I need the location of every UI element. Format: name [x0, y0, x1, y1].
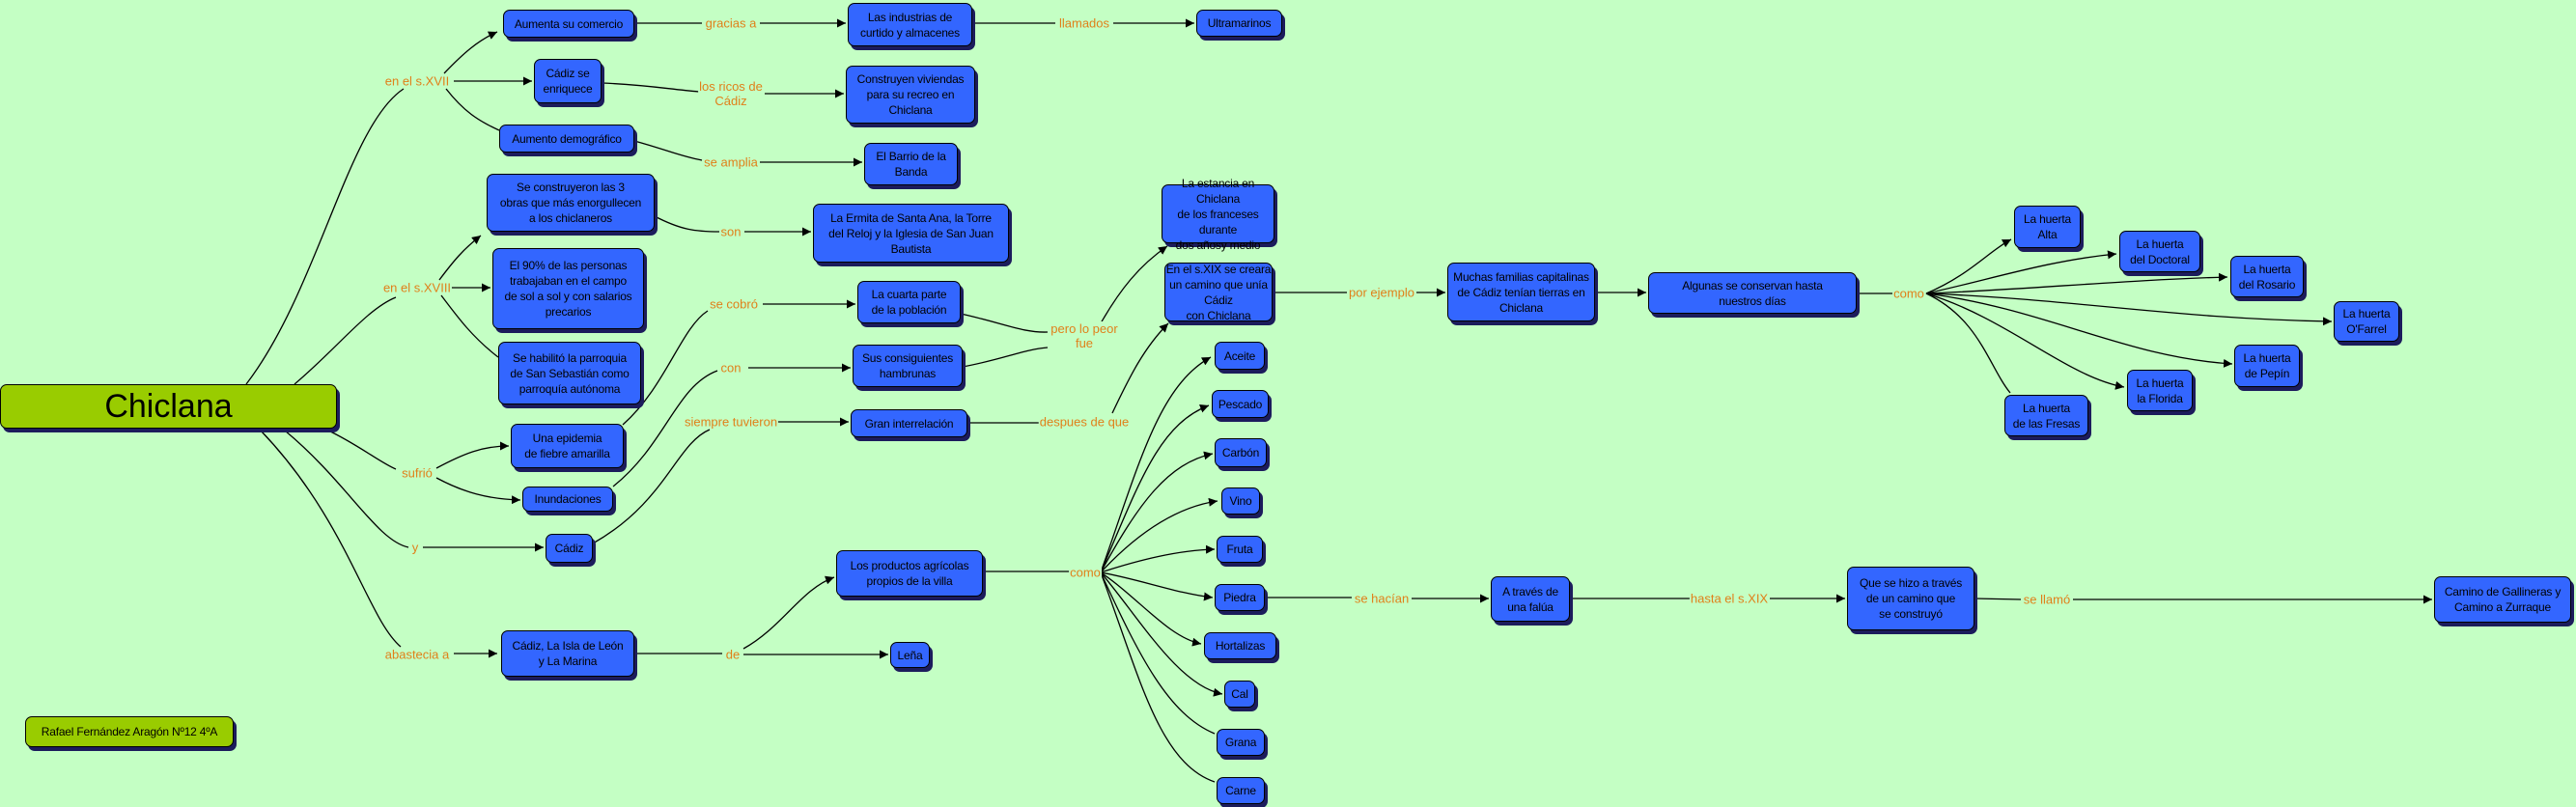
link-label-son[interactable]: son	[719, 224, 742, 239]
concept-barrio-banda[interactable]: El Barrio de la Banda	[864, 143, 958, 185]
concept-construyen-viviendas[interactable]: Construyen viviendas para su recreo en C…	[846, 66, 975, 124]
concept-camino-gallineras[interactable]: Camino de Gallineras y Camino a Zurraque	[2434, 576, 2571, 623]
concept-huerta-rosario[interactable]: La huerta del Rosario	[2230, 256, 2304, 297]
link-label-en-el-s-xvii[interactable]: en el s.XVII	[383, 73, 451, 89]
link-label-como-huertas[interactable]: como	[1892, 286, 1925, 301]
link-label-llamados[interactable]: llamados	[1057, 15, 1111, 31]
concept-ermita-torre-iglesia[interactable]: La Ermita de Santa Ana, la Torre del Rel…	[813, 204, 1009, 263]
concept-huerta-florida[interactable]: La huerta la Florida	[2127, 370, 2193, 411]
link-label-se-cobro[interactable]: se cobró	[709, 296, 759, 312]
concept-gran-interrelacion[interactable]: Gran interrelación	[851, 409, 967, 437]
product-pescado[interactable]: Pescado	[1212, 390, 1269, 418]
link-label-hasta-el-s-xix[interactable]: hasta el s.XIX	[1689, 591, 1770, 606]
concept-aumento-demografico[interactable]: Aumento demográfico	[499, 125, 634, 153]
concept-fiebre-amarilla[interactable]: Una epidemia de fiebre amarilla	[511, 424, 624, 468]
link-label-de[interactable]: de	[724, 647, 742, 662]
concept-industrias[interactable]: Las industrias de curtido y almacenes	[848, 3, 972, 46]
product-vino[interactable]: Vino	[1221, 487, 1260, 515]
author-credit[interactable]: Rafael Fernández Aragón Nº12 4ºA	[25, 716, 234, 747]
concept-traves-falua[interactable]: A través de una falúa	[1491, 576, 1570, 622]
product-grana[interactable]: Grana	[1217, 729, 1265, 756]
link-label-con[interactable]: con	[719, 360, 742, 376]
concept-camino-construyo[interactable]: Que se hizo a través de un camino que se…	[1847, 567, 1974, 630]
concept-cadiz[interactable]: Cádiz	[546, 534, 593, 563]
concept-cuarta-parte[interactable]: La cuarta parte de la población	[857, 281, 961, 323]
concept-inundaciones[interactable]: Inundaciones	[522, 487, 613, 512]
link-label-siempre-tuvieron[interactable]: siempre tuvieron	[683, 414, 779, 430]
concept-aumenta-comercio[interactable]: Aumenta su comercio	[503, 10, 634, 38]
concept-tres-obras[interactable]: Se construyeron las 3 obras que más enor…	[487, 174, 655, 232]
product-fruta[interactable]: Fruta	[1217, 536, 1263, 563]
product-carne[interactable]: Carne	[1217, 777, 1265, 804]
link-label-por-ejemplo[interactable]: por ejemplo	[1348, 285, 1415, 300]
link-label-abastecia-a[interactable]: abastecia a	[383, 647, 451, 662]
product-aceite[interactable]: Aceite	[1215, 342, 1265, 370]
concept-estancia-franceses[interactable]: La estancia en Chiclana de los franceses…	[1162, 177, 1274, 252]
concept-huerta-pepin[interactable]: La huerta de Pepín	[2234, 345, 2300, 387]
concept-algunas-se-conservan[interactable]: Algunas se conservan hasta nuestros días	[1648, 272, 1857, 314]
link-label-los-ricos-de-cadiz[interactable]: los ricos de Cádiz	[698, 79, 764, 108]
concept-huerta-ofarrel[interactable]: La huerta O'Farrel	[2334, 301, 2399, 342]
link-label-despues-de-que[interactable]: despues de que	[1038, 414, 1131, 430]
product-piedra[interactable]: Piedra	[1215, 584, 1265, 611]
concept-huerta-doctoral[interactable]: La huerta del Doctoral	[2119, 231, 2200, 272]
concept-productos-agricolas[interactable]: Los productos agrícolas propios de la vi…	[836, 550, 983, 597]
concept-ultramarinos[interactable]: Ultramarinos	[1196, 10, 1282, 37]
concept-familias-capitalinas[interactable]: Muchas familias capitalinas de Cádiz ten…	[1447, 263, 1595, 321]
product-carbon[interactable]: Carbón	[1215, 438, 1267, 467]
concept-huerta-alta[interactable]: La huerta Alta	[2014, 206, 2081, 248]
concept-cadiz-isla-marina[interactable]: Cádiz, La Isla de León y La Marina	[501, 630, 634, 677]
link-label-y[interactable]: y	[410, 540, 420, 555]
concept-90-por-ciento[interactable]: El 90% de las personas trabajaban en el …	[492, 248, 644, 329]
concept-camino-siglo-xix[interactable]: En el s.XIX se creara un camino que unía…	[1164, 262, 1273, 322]
product-cal[interactable]: Cal	[1224, 681, 1255, 708]
concept-hambrunas[interactable]: Sus consiguientes hambrunas	[853, 345, 963, 387]
concept-lena[interactable]: Leña	[890, 642, 930, 668]
link-label-pero-lo-peor-fue[interactable]: pero lo peor fue	[1050, 321, 1119, 350]
link-label-sufrio[interactable]: sufrió	[401, 465, 434, 481]
link-label-gracias-a[interactable]: gracias a	[704, 15, 758, 31]
link-label-se-llamo[interactable]: se llamó	[2022, 592, 2072, 607]
concept-parroquia[interactable]: Se habilitó la parroquia de San Sebastiá…	[498, 342, 641, 404]
product-hortalizas[interactable]: Hortalizas	[1204, 632, 1276, 659]
link-label-en-el-s-xviii[interactable]: en el s.XVIII	[381, 280, 453, 295]
link-label-como-productos[interactable]: como	[1069, 565, 1102, 580]
concept-huerta-fresas[interactable]: La huerta de las Fresas	[2004, 395, 2088, 436]
link-label-se-amplia[interactable]: se amplia	[703, 154, 759, 170]
link-label-se-hacian[interactable]: se hacían	[1353, 591, 1411, 606]
root-concept-chiclana[interactable]: Chiclana	[0, 384, 337, 429]
concept-cadiz-enriquece[interactable]: Cádiz se enriquece	[534, 59, 602, 103]
